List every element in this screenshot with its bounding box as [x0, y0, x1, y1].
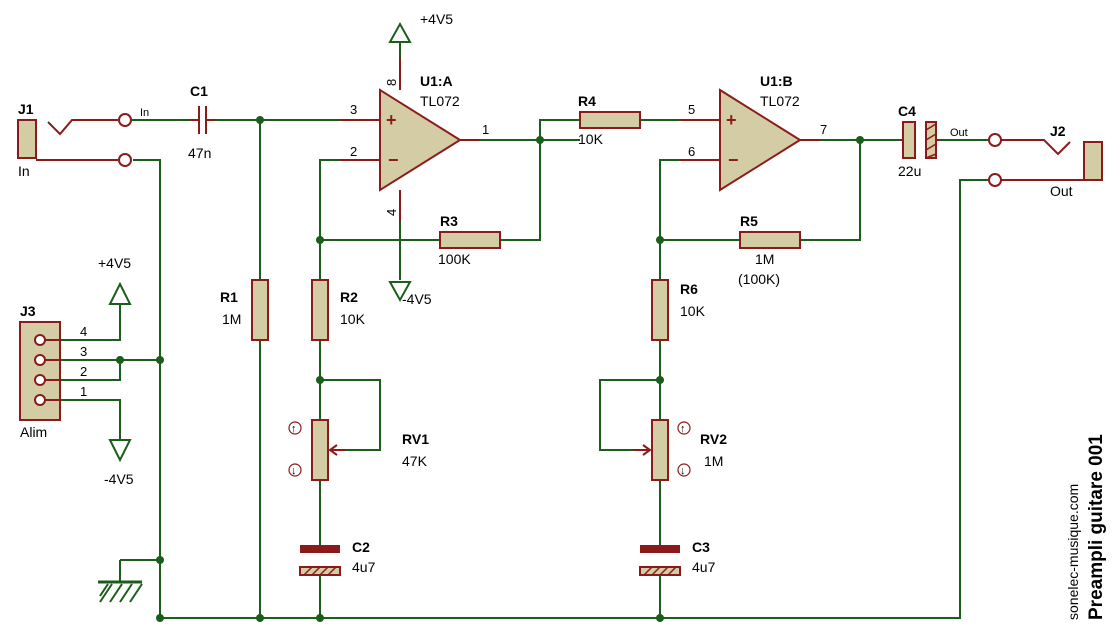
opamp-u1b: + − 5 6 7 U1:B TL072: [680, 73, 827, 192]
r4-value: 10K: [578, 131, 604, 147]
r6-ref: R6: [680, 281, 698, 297]
pos-supply-top-label: +4V5: [420, 11, 453, 27]
j3-value: Alim: [20, 424, 47, 440]
r4-ref: R4: [578, 93, 596, 109]
u1b-minus-sign: −: [728, 150, 739, 170]
j1-ref: J1: [18, 101, 34, 117]
r2-ref: R2: [340, 289, 358, 305]
resistor-r4: R4 10K: [578, 93, 641, 147]
r6-value: 10K: [680, 303, 706, 319]
r3-ref: R3: [440, 213, 458, 229]
j3-pin-3: 3: [80, 344, 87, 359]
connector-j3: 4 3 2 1 J3 Alim: [19, 303, 87, 440]
c3-value: 4u7: [692, 559, 716, 575]
capacitor-c2: C2 4u7: [299, 539, 376, 576]
j2-value: Out: [1050, 183, 1073, 199]
junctions: [116, 116, 864, 622]
supply-pos-arrow-top: +4V5: [388, 11, 453, 43]
potentiometer-rv1: ↑ ↓ RV1 47K: [288, 419, 429, 481]
website-label: sonelec-musique.com: [1065, 484, 1081, 620]
net-out-label: Out: [950, 127, 968, 139]
supply-neg-arrow-left: -4V5: [104, 439, 134, 487]
r1-ref: R1: [220, 289, 238, 305]
u1b-pin-out: 7: [820, 122, 827, 137]
neg-supply-left-label: -4V5: [104, 471, 134, 487]
resistor-r5: R5 1M (100K): [738, 213, 801, 287]
u1a-pin-vneg: 4: [384, 209, 399, 216]
r5-value: 1M: [755, 251, 774, 267]
rv1-down-icon: ↓: [291, 465, 297, 477]
capacitor-c1: C1 47n: [188, 83, 215, 161]
c4-ref: C4: [898, 103, 916, 119]
capacitor-c4: C4 22u: [898, 103, 940, 179]
ground-icon: [98, 580, 143, 603]
j1-value: In: [18, 163, 30, 179]
rv2-up-icon: ↑: [680, 423, 686, 435]
rv1-ref: RV1: [402, 431, 429, 447]
j3-pin-2: 2: [80, 364, 87, 379]
j3-pin-4: 4: [80, 324, 87, 339]
jack-j2: J2 Out Out: [950, 123, 1103, 199]
c2-ref: C2: [352, 539, 370, 555]
capacitor-c3: C3 4u7: [639, 539, 716, 576]
resistor-r1: R1 1M: [220, 279, 269, 341]
u1a-plus-sign: +: [386, 110, 397, 130]
resistor-r6: R6 10K: [651, 279, 706, 341]
j2-ref: J2: [1050, 123, 1066, 139]
u1a-pin-vpos: 8: [384, 79, 399, 86]
rv2-down-icon: ↓: [680, 465, 686, 477]
j3-ref: J3: [20, 303, 36, 319]
u1a-ref: U1:A: [420, 73, 453, 89]
potentiometer-rv2: ↑ ↓ RV2 1M: [634, 419, 727, 481]
supply-neg-arrow-mid: -4V5: [388, 281, 432, 307]
u1b-pin-plus: 5: [688, 102, 695, 117]
supply-pos-arrow-left: +4V5: [98, 255, 132, 305]
net-in-label: In: [140, 107, 149, 119]
rv1-up-icon: ↑: [291, 423, 297, 435]
u1b-plus-sign: +: [726, 110, 737, 130]
c3-ref: C3: [692, 539, 710, 555]
resistor-r3: R3 100K: [438, 213, 501, 267]
u1b-value: TL072: [760, 93, 800, 109]
rv1-value: 47K: [402, 453, 428, 469]
u1a-minus-sign: −: [388, 150, 399, 170]
wires: [48, 42, 988, 619]
u1a-pin-minus: 2: [350, 144, 357, 159]
schematic-title: Preampli guitare 001: [1086, 434, 1107, 620]
resistor-r2: R2 10K: [311, 279, 366, 341]
rv2-value: 1M: [704, 453, 723, 469]
c4-value: 22u: [898, 163, 921, 179]
neg-supply-mid-label: -4V5: [402, 291, 432, 307]
rv2-ref: RV2: [700, 431, 727, 447]
u1b-ref: U1:B: [760, 73, 793, 89]
r5-alt-value: (100K): [738, 271, 780, 287]
c1-ref: C1: [190, 83, 208, 99]
u1a-pin-out: 1: [482, 122, 489, 137]
r5-ref: R5: [740, 213, 758, 229]
opamp-u1a: + − 3 2 1 8 4 U1:A TL072: [340, 58, 489, 222]
u1a-pin-plus: 3: [350, 102, 357, 117]
u1b-pin-minus: 6: [688, 144, 695, 159]
jack-j1: J1 In In: [17, 101, 149, 179]
r3-value: 100K: [438, 251, 471, 267]
pos-supply-left-label: +4V5: [98, 255, 131, 271]
r1-value: 1M: [222, 311, 241, 327]
c1-value: 47n: [188, 145, 211, 161]
j3-pin-1: 1: [80, 384, 87, 399]
c2-value: 4u7: [352, 559, 376, 575]
u1a-value: TL072: [420, 93, 460, 109]
r2-value: 10K: [340, 311, 366, 327]
